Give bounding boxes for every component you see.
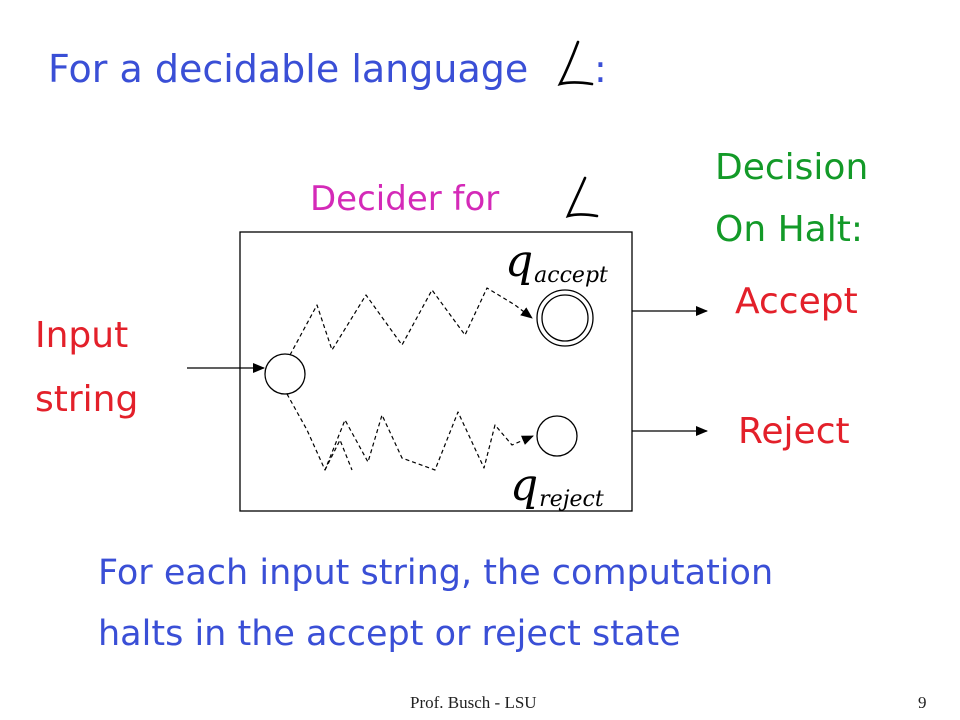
accept-state-label: qaccept xyxy=(505,240,608,287)
accept-state-inner xyxy=(541,294,589,342)
decider-label: Decider for xyxy=(310,179,500,219)
reject-computation-path-extra xyxy=(324,439,353,471)
reject-computation-path xyxy=(286,393,534,471)
reject-output-label: Reject xyxy=(738,411,850,452)
accept-state-symbol: q xyxy=(505,236,534,287)
decision-heading-line2: On Halt: xyxy=(715,209,863,250)
start-state xyxy=(264,353,306,395)
reject-state xyxy=(536,415,578,457)
accept-state-subscript: accept xyxy=(534,263,608,288)
reject-state-symbol: q xyxy=(510,460,539,511)
caption-line1: For each input string, the computation xyxy=(98,553,774,593)
input-label-line1: Input xyxy=(35,315,129,356)
accept-computation-path xyxy=(289,287,533,356)
title-l-symbol xyxy=(557,40,594,86)
page-number: 9 xyxy=(918,693,927,712)
accept-output-label: Accept xyxy=(735,281,858,322)
decision-heading-line1: Decision xyxy=(715,147,869,188)
reject-state-label: qreject xyxy=(510,464,604,511)
title-colon: : xyxy=(594,47,607,91)
input-label-line2: string xyxy=(35,379,139,420)
caption-line2: halts in the accept or reject state xyxy=(98,614,681,654)
title-text: For a decidable language xyxy=(48,47,529,91)
reject-state-subscript: reject xyxy=(539,487,604,512)
decider-l-symbol xyxy=(565,176,599,218)
decider-box xyxy=(239,231,633,512)
footer-author: Prof. Busch - LSU xyxy=(410,693,537,712)
